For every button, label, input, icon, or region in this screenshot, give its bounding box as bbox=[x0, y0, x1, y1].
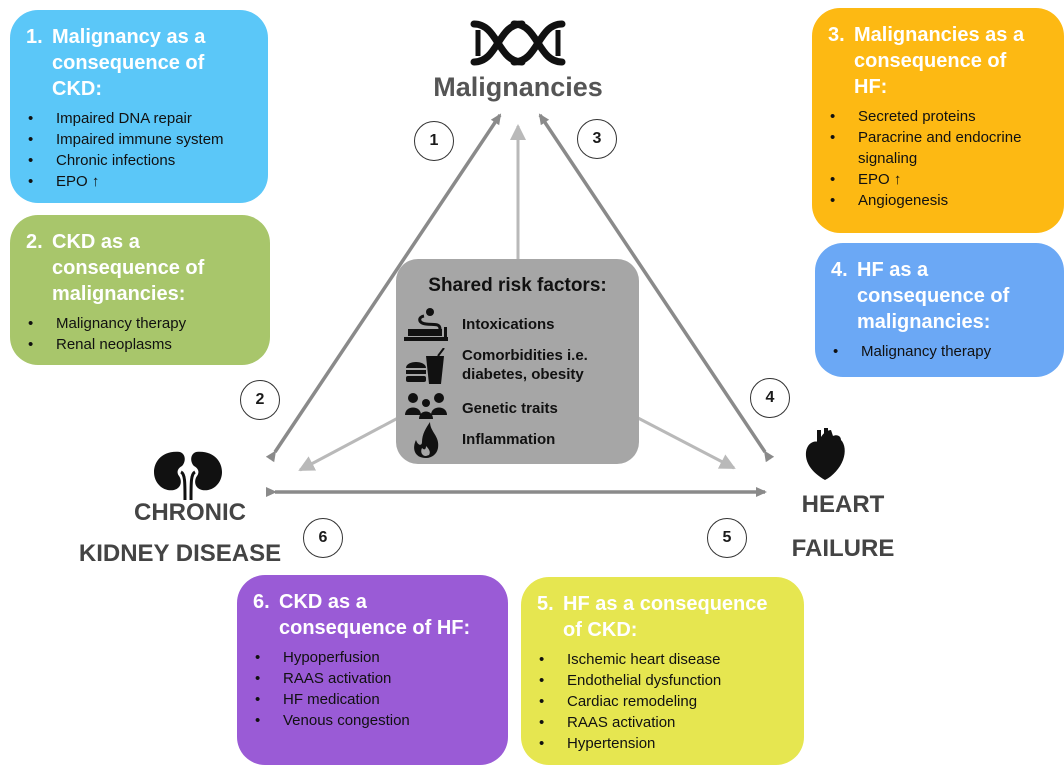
box-1-heading: 1.Malignancy as a consequence of CKD: bbox=[26, 26, 206, 100]
smoking-icon bbox=[404, 307, 448, 341]
box-5-heading: 5.HF as a consequence of CKD: bbox=[537, 593, 768, 641]
list-item: Chronic infections bbox=[26, 150, 258, 171]
hf-label-line1: HEART bbox=[801, 491, 885, 518]
circle-4: 4 bbox=[750, 378, 790, 418]
list-item: Cardiac remodeling bbox=[537, 691, 794, 712]
shared-risk-title: Shared risk factors: bbox=[428, 275, 607, 296]
box-1-list: Impaired DNA repair Impaired immune syst… bbox=[26, 108, 258, 192]
list-item: Renal neoplasms bbox=[26, 334, 260, 355]
fast-food-icon bbox=[404, 347, 448, 384]
dna-icon bbox=[468, 20, 568, 66]
list-item-continuation: signaling bbox=[858, 150, 918, 167]
list-item: Hypoperfusion bbox=[253, 647, 498, 668]
list-item: Endothelial dysfunction bbox=[537, 670, 794, 691]
box-4-heading: 4.HF as a consequence of malignancies: bbox=[831, 259, 1010, 333]
ckd-label-line2: KIDNEY DISEASE bbox=[78, 540, 282, 567]
list-item: Impaired DNA repair bbox=[26, 108, 258, 129]
malignancies-label: Malignancies bbox=[433, 72, 603, 102]
box-3-list: Secreted proteins Paracrine and endocrin… bbox=[828, 106, 1054, 211]
list-item: Hypertension bbox=[537, 733, 794, 754]
list-item: Paracrine and endocrine bbox=[828, 127, 1054, 148]
kidneys-icon bbox=[152, 448, 224, 501]
list-item: EPO ↑ bbox=[828, 169, 1054, 190]
arrow-ckd-malignancy bbox=[265, 113, 502, 463]
risk-factor-label: Intoxications bbox=[462, 315, 555, 333]
arrow-shared-hf bbox=[637, 416, 736, 470]
list-item: Angiogenesis bbox=[828, 190, 1054, 211]
box-6-heading: 6.CKD as a consequence of HF: bbox=[253, 591, 471, 639]
box-hf-from-malignancies: 4.HF as a consequence of malignancies: M… bbox=[815, 243, 1064, 377]
risk-factor-intoxications: Intoxications bbox=[404, 307, 555, 341]
risk-factor-inflammation: Inflammation bbox=[404, 422, 556, 458]
ckd-label-line1: CHRONIC bbox=[134, 499, 246, 526]
risk-factor-label: Inflammation bbox=[462, 430, 556, 448]
list-item: Ischemic heart disease bbox=[537, 649, 794, 670]
box-ckd-from-malignancies: 2.CKD as a consequence of malignancies: … bbox=[10, 215, 270, 365]
box-6-list: Hypoperfusion RAAS activation HF medicat… bbox=[253, 647, 498, 731]
circle-1: 1 bbox=[414, 121, 454, 161]
list-item: Malignancy therapy bbox=[831, 341, 1054, 362]
box-5-list: Ischemic heart disease Endothelial dysfu… bbox=[537, 649, 794, 754]
shared-risk-factors-panel: Shared risk factors: Intoxications C bbox=[396, 259, 639, 464]
box-2-list: Malignancy therapy Renal neoplasms bbox=[26, 313, 260, 355]
risk-factor-label: Genetic traits bbox=[462, 399, 558, 417]
list-item: Impaired immune system bbox=[26, 129, 258, 150]
box-malignancy-from-ckd: 1.Malignancy as a consequence of CKD: Im… bbox=[10, 10, 268, 203]
circle-5: 5 bbox=[707, 518, 747, 558]
list-item: RAAS activation bbox=[537, 712, 794, 733]
risk-factor-genetic-traits: Genetic traits bbox=[404, 391, 558, 425]
risk-factor-label: Comorbidities i.e. diabetes, obesity bbox=[462, 347, 588, 383]
box-4-list: Malignancy therapy bbox=[831, 341, 1054, 362]
box-3-heading: 3.Malignancies as a consequence of HF: bbox=[828, 24, 1025, 98]
list-item: Venous congestion bbox=[253, 710, 498, 731]
box-ckd-from-hf: 6.CKD as a consequence of HF: Hypoperfus… bbox=[237, 575, 508, 765]
arrow-shared-ckd bbox=[298, 416, 399, 472]
heart-icon bbox=[803, 428, 847, 482]
risk-factor-comorbidities: Comorbidities i.e. diabetes, obesity bbox=[404, 346, 588, 384]
box-malignancies-from-hf: 3.Malignancies as a consequence of HF: S… bbox=[812, 8, 1064, 233]
hf-label-line2: FAILURE bbox=[791, 535, 895, 562]
list-item: EPO ↑ bbox=[26, 171, 258, 192]
arrow-hf-malignancy bbox=[538, 113, 775, 463]
circle-6: 6 bbox=[303, 518, 343, 558]
circle-3: 3 bbox=[577, 119, 617, 159]
list-item: HF medication bbox=[253, 689, 498, 710]
list-item: Secreted proteins bbox=[828, 106, 1054, 127]
family-icon bbox=[404, 391, 448, 425]
box-2-heading: 2.CKD as a consequence of malignancies: bbox=[26, 231, 205, 305]
list-item: RAAS activation bbox=[253, 668, 498, 689]
circle-2: 2 bbox=[240, 380, 280, 420]
box-hf-from-ckd: 5.HF as a consequence of CKD: Ischemic h… bbox=[521, 577, 804, 765]
list-item: Malignancy therapy bbox=[26, 313, 260, 334]
flame-icon bbox=[404, 422, 448, 458]
